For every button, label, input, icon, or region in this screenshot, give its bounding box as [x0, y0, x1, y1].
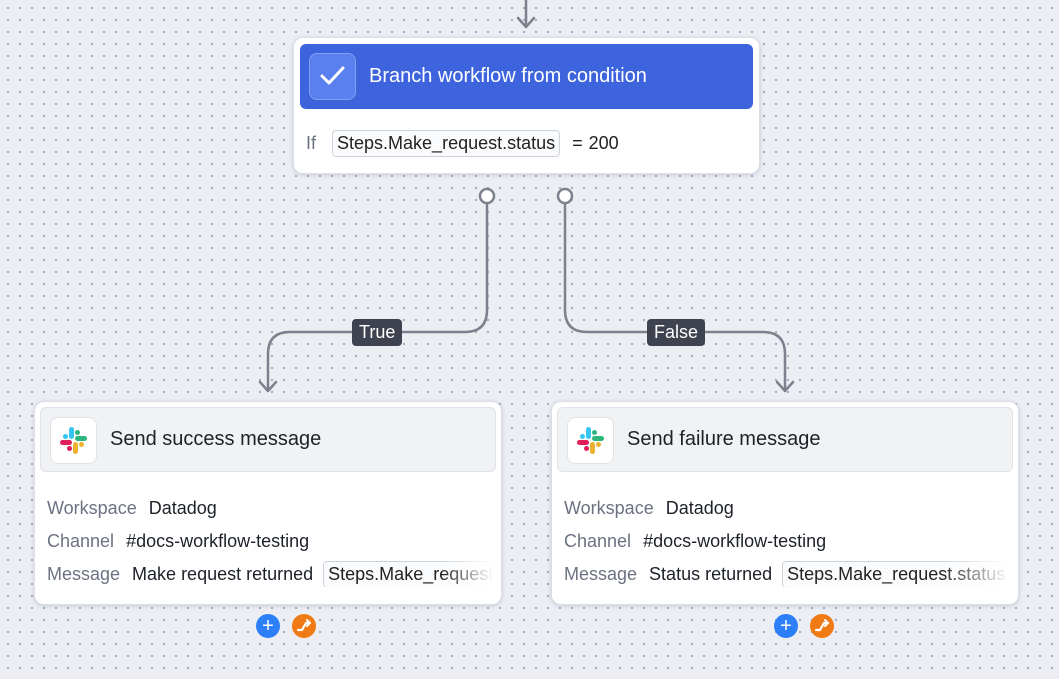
condition-variable-pill[interactable]: Steps.Make_request.status	[332, 129, 561, 157]
plus-icon: +	[262, 615, 274, 637]
message-field: Message Make request returned Steps.Make…	[47, 561, 493, 587]
true-port	[478, 187, 496, 205]
condition-if-label: If	[306, 132, 317, 153]
false-edge	[563, 203, 787, 390]
add-step-button[interactable]: +	[256, 614, 280, 638]
condition-operator: =	[572, 132, 583, 153]
send-failure-message-node[interactable]: Send failure message Workspace Datadog C…	[551, 401, 1019, 605]
message-field: Message Status returned Steps.Make_reque…	[564, 561, 1010, 587]
workspace-field: Workspace Datadog	[564, 495, 1010, 521]
success-node-header[interactable]: Send success message	[40, 407, 496, 472]
branch-node-title: Branch workflow from condition	[369, 65, 647, 87]
channel-label: Channel	[47, 530, 115, 551]
message-variable-pill[interactable]: Steps.Make_request.status	[323, 561, 493, 587]
message-variable-pill[interactable]: Steps.Make_request.status	[782, 561, 1010, 587]
message-text: Make request returned	[132, 563, 314, 584]
check-icon	[309, 53, 356, 100]
false-edge-label: False	[647, 319, 706, 346]
failure-node-title: Send failure message	[627, 428, 821, 450]
channel-value: #docs-workflow-testing	[126, 530, 310, 551]
workspace-value: Datadog	[665, 497, 734, 518]
send-success-message-node[interactable]: Send success message Workspace Datadog C…	[34, 401, 502, 605]
true-edge	[266, 203, 489, 390]
workspace-field: Workspace Datadog	[47, 495, 493, 521]
branch-node-header[interactable]: Branch workflow from condition	[300, 44, 753, 109]
failure-node-header[interactable]: Send failure message	[557, 407, 1013, 472]
message-text: Status returned	[649, 563, 773, 584]
add-error-path-button[interactable]	[810, 614, 834, 638]
workspace-value: Datadog	[148, 497, 217, 518]
slack-icon	[567, 417, 614, 464]
condition-value: 200	[588, 132, 619, 153]
plus-icon: +	[780, 615, 792, 637]
add-step-button[interactable]: +	[774, 614, 798, 638]
true-edge-label: True	[352, 319, 403, 346]
workspace-label: Workspace	[564, 497, 654, 518]
false-port	[556, 187, 574, 205]
message-label: Message	[47, 563, 121, 584]
condition-row: If Steps.Make_request.status = 200	[306, 129, 619, 157]
message-label: Message	[564, 563, 638, 584]
error-path-icon	[814, 619, 830, 632]
add-error-path-button[interactable]	[292, 614, 316, 638]
slack-icon	[50, 417, 97, 464]
workspace-label: Workspace	[47, 497, 137, 518]
error-path-icon	[296, 619, 312, 632]
success-node-title: Send success message	[110, 428, 322, 450]
channel-label: Channel	[564, 530, 632, 551]
channel-field: Channel #docs-workflow-testing	[564, 528, 1010, 554]
branch-condition-node[interactable]: Branch workflow from condition If Steps.…	[293, 37, 760, 174]
channel-value: #docs-workflow-testing	[643, 530, 827, 551]
channel-field: Channel #docs-workflow-testing	[47, 528, 493, 554]
